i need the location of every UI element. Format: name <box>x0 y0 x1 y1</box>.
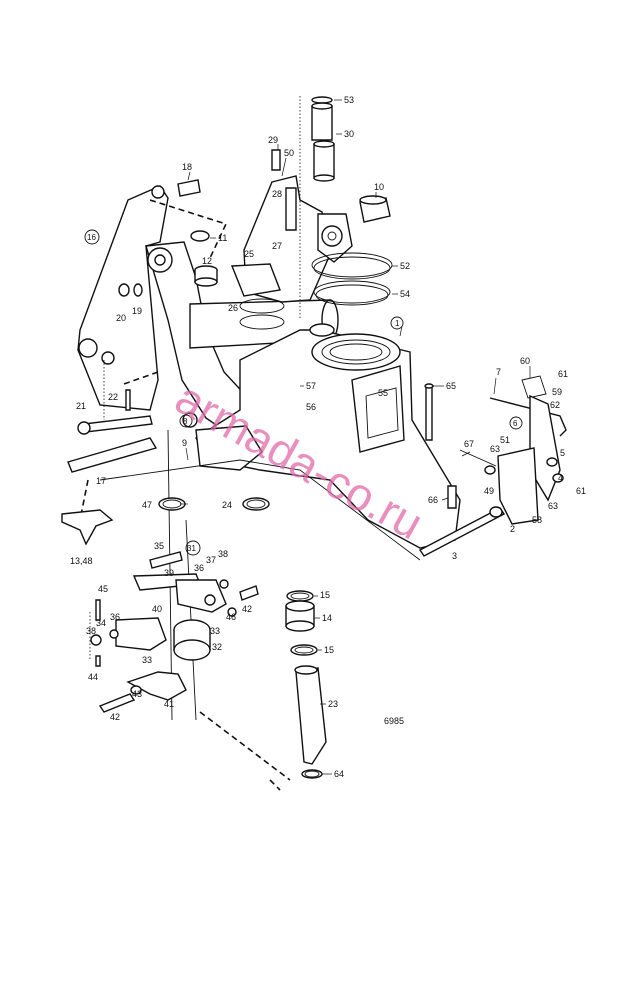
right-linkage <box>418 375 567 557</box>
callout-26: 26 <box>228 303 238 313</box>
callout-5: 5 <box>560 448 565 458</box>
callout-32: 32 <box>212 642 222 652</box>
svg-text:8: 8 <box>183 417 188 426</box>
svg-text:31: 31 <box>187 544 196 553</box>
top-parts <box>118 96 393 330</box>
callout-30: 30 <box>344 129 354 139</box>
callout-46: 46 <box>226 612 236 622</box>
callout-63-a: 63 <box>490 444 500 454</box>
circled-callout-1: 1 <box>390 316 404 330</box>
callout-36-left: 36 <box>110 612 120 622</box>
callout-52: 52 <box>400 261 410 271</box>
callout-59: 59 <box>552 387 562 397</box>
callout-38-left: 38 <box>86 626 96 636</box>
callout-56: 56 <box>306 402 316 412</box>
callout-41: 41 <box>164 699 174 709</box>
callout-19: 19 <box>132 306 142 316</box>
callout-23: 23 <box>328 699 338 709</box>
callout-61-bottom: 61 <box>576 486 586 496</box>
callout-58: 58 <box>532 515 542 525</box>
callout-17: 17 <box>96 476 106 486</box>
circled-callout-8: 8 <box>179 414 193 428</box>
circled-callout-16: 16 <box>84 229 100 245</box>
circled-callout-6: 6 <box>509 416 523 430</box>
svg-text:6: 6 <box>513 419 518 428</box>
callout-50: 50 <box>284 148 294 158</box>
callout-40: 40 <box>152 604 162 614</box>
callout-45: 45 <box>98 584 108 594</box>
callout-66: 66 <box>428 495 438 505</box>
leader-lines <box>180 99 531 775</box>
svg-text:16: 16 <box>87 233 96 242</box>
callout-4: 4 <box>558 473 563 483</box>
callout-44: 44 <box>88 672 98 682</box>
callout-57: 57 <box>306 381 316 391</box>
callout-60: 60 <box>520 356 530 366</box>
callout-65: 65 <box>446 381 456 391</box>
callout-18: 18 <box>182 162 192 172</box>
callout-35: 35 <box>154 541 164 551</box>
callout-33-right: 33 <box>210 626 220 636</box>
callout-53: 53 <box>344 95 354 105</box>
callout-29: 29 <box>268 135 278 145</box>
callout-11: 11 <box>218 233 227 243</box>
callout-14: 14 <box>322 613 332 623</box>
callout-2: 2 <box>510 524 515 534</box>
callout-13-48: 13,48 <box>70 556 93 566</box>
dotted-lines <box>89 96 301 660</box>
callout-21: 21 <box>76 401 86 411</box>
callout-51: 51 <box>500 435 510 445</box>
center-lower-parts <box>158 497 327 779</box>
callout-54: 54 <box>400 289 410 299</box>
callout-55: 55 <box>378 388 388 398</box>
callout-7: 7 <box>496 367 501 377</box>
callout-62: 62 <box>550 400 560 410</box>
callout-67: 67 <box>464 439 474 449</box>
callout-25: 25 <box>244 249 254 259</box>
callout-36-top: 36 <box>194 563 204 573</box>
callout-33-left: 33 <box>142 655 152 665</box>
callout-labels: 53 30 29 50 28 18 10 11 25 27 52 12 54 2… <box>70 95 586 779</box>
callout-22: 22 <box>108 392 118 402</box>
callout-10: 10 <box>374 182 384 192</box>
callout-61-top: 61 <box>558 369 568 379</box>
left-parts <box>61 389 158 546</box>
callout-12: 12 <box>202 256 212 266</box>
callout-64: 64 <box>334 769 344 779</box>
callout-15-top: 15 <box>320 590 330 600</box>
callout-49: 49 <box>484 486 494 496</box>
circled-callout-31: 31 <box>185 540 201 556</box>
callout-3: 3 <box>452 551 457 561</box>
callout-9: 9 <box>182 438 187 448</box>
callout-37: 37 <box>206 555 216 565</box>
callout-15-bottom: 15 <box>324 645 334 655</box>
figure-number: 6985 <box>384 716 404 726</box>
callout-43: 43 <box>132 689 142 699</box>
callout-42-bottom: 42 <box>110 712 120 722</box>
callout-27: 27 <box>272 241 282 251</box>
callout-34: 34 <box>96 618 106 628</box>
callout-38-top: 38 <box>218 549 228 559</box>
callout-20: 20 <box>116 313 126 323</box>
lower-left-parts <box>90 551 259 713</box>
callout-39: 39 <box>164 568 174 578</box>
svg-text:1: 1 <box>395 319 400 328</box>
callout-24: 24 <box>222 500 232 510</box>
callout-42-top: 42 <box>242 604 252 614</box>
callout-63-b: 63 <box>548 501 558 511</box>
callout-47: 47 <box>142 500 152 510</box>
callout-28: 28 <box>272 189 282 199</box>
